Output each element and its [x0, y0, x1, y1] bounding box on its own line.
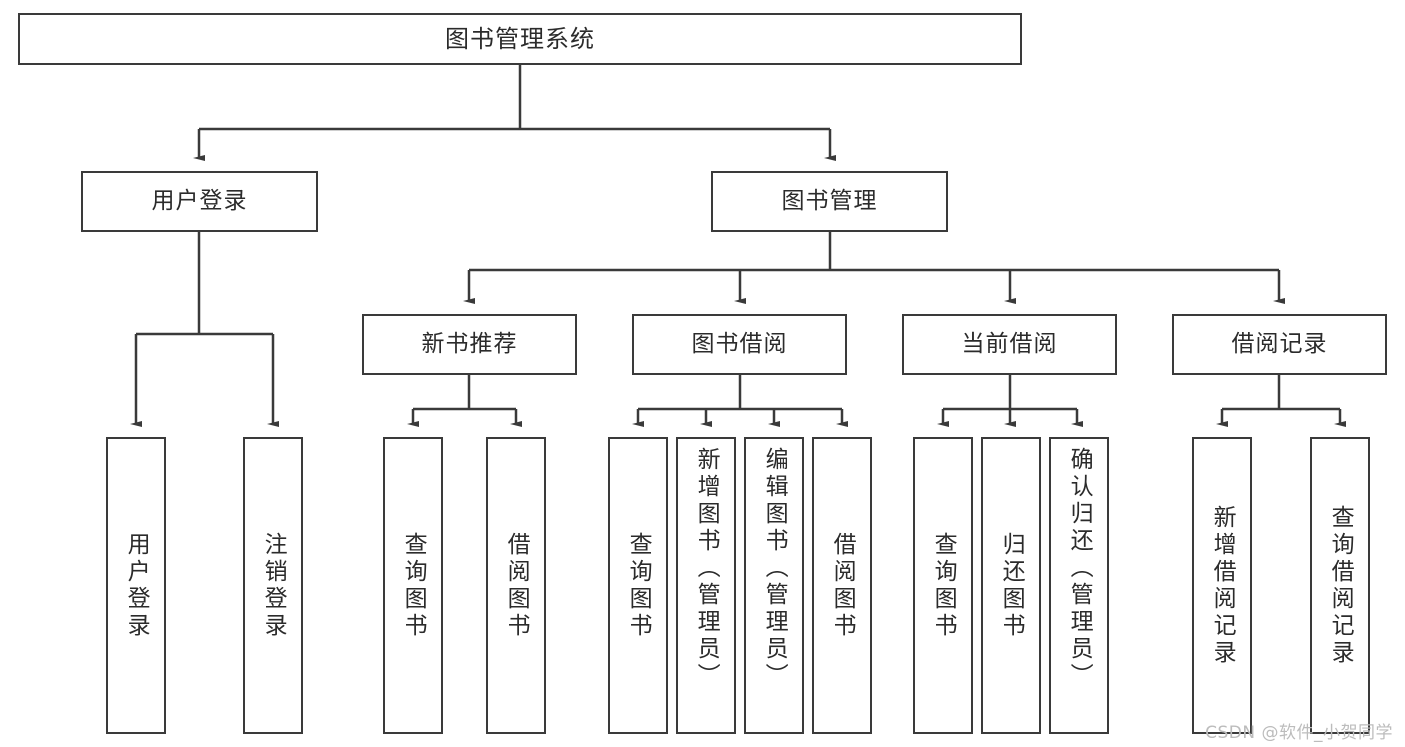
- node-label: 当前借阅: [961, 331, 1058, 358]
- node-root-system[interactable]: 图书管理系统: [18, 13, 1022, 65]
- node-label: 图书管理: [781, 188, 878, 215]
- watermark: CSDN @软件_小贺同学: [1205, 723, 1393, 743]
- leaf-borrow-record-add[interactable]: 新增借阅记录: [1192, 437, 1252, 734]
- leaf-label: 借阅图书: [503, 531, 530, 640]
- leaf-current-borrow-query[interactable]: 查询图书: [913, 437, 973, 734]
- node-current-borrow[interactable]: 当前借阅: [902, 314, 1117, 375]
- leaf-user-login-logout[interactable]: 注销登录: [243, 437, 303, 734]
- leaf-book-borrow-query[interactable]: 查询图书: [608, 437, 668, 734]
- leaf-label: 归还图书: [998, 531, 1025, 640]
- leaf-new-book-borrow[interactable]: 借阅图书: [486, 437, 546, 734]
- leaf-label: 查询图书: [625, 531, 652, 640]
- leaf-label: 查询借阅记录: [1327, 504, 1354, 667]
- leaf-book-borrow-borrow[interactable]: 借阅图书: [812, 437, 872, 734]
- leaf-borrow-record-query[interactable]: 查询借阅记录: [1310, 437, 1370, 734]
- node-book-management[interactable]: 图书管理: [711, 171, 948, 232]
- leaf-book-borrow-add[interactable]: 新增图书（管理员）: [676, 437, 736, 734]
- leaf-label: 确认归还（管理员）: [1066, 447, 1093, 690]
- leaf-label: 借阅图书: [829, 531, 856, 640]
- node-label: 用户登录: [151, 188, 248, 215]
- node-label: 图书管理系统: [445, 25, 595, 53]
- node-user-login[interactable]: 用户登录: [81, 171, 318, 232]
- leaf-label: 查询图书: [930, 531, 957, 640]
- leaf-current-borrow-return[interactable]: 归还图书: [981, 437, 1041, 734]
- leaf-user-login-login[interactable]: 用户登录: [106, 437, 166, 734]
- node-new-book-recommend[interactable]: 新书推荐: [362, 314, 577, 375]
- leaf-label: 查询图书: [400, 531, 427, 640]
- leaf-label: 新增图书（管理员）: [693, 447, 720, 690]
- leaf-label: 新增借阅记录: [1209, 504, 1236, 667]
- node-label: 新书推荐: [421, 331, 518, 358]
- node-book-borrow[interactable]: 图书借阅: [632, 314, 847, 375]
- leaf-book-borrow-edit[interactable]: 编辑图书（管理员）: [744, 437, 804, 734]
- node-label: 图书借阅: [691, 331, 788, 358]
- leaf-label: 注销登录: [260, 531, 287, 640]
- node-label: 借阅记录: [1231, 331, 1328, 358]
- leaf-label: 编辑图书（管理员）: [761, 447, 788, 690]
- leaf-new-book-query[interactable]: 查询图书: [383, 437, 443, 734]
- leaf-current-borrow-confirm-return[interactable]: 确认归还（管理员）: [1049, 437, 1109, 734]
- node-borrow-record[interactable]: 借阅记录: [1172, 314, 1387, 375]
- leaf-label: 用户登录: [123, 531, 150, 640]
